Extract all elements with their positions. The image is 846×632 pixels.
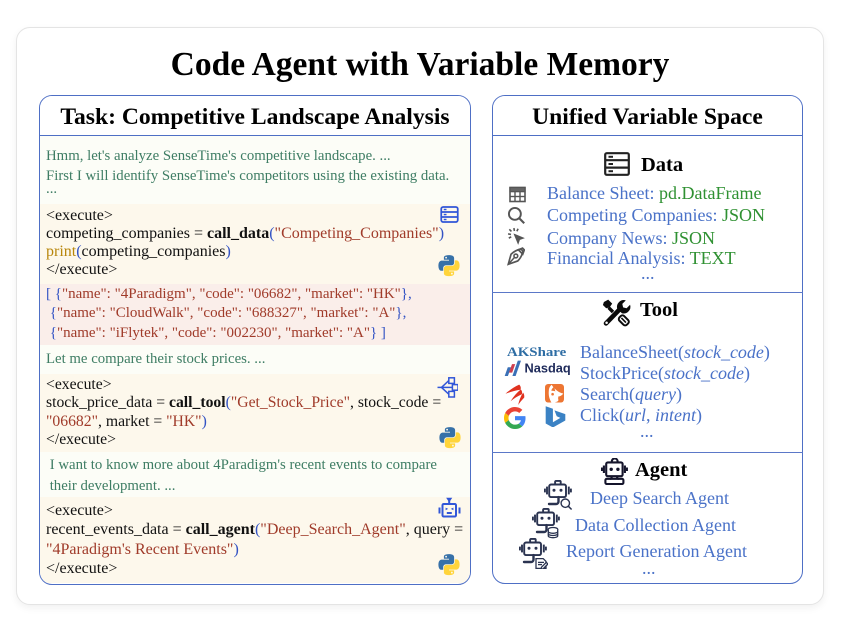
svg-text:Nasdaq: Nasdaq [525,361,571,376]
